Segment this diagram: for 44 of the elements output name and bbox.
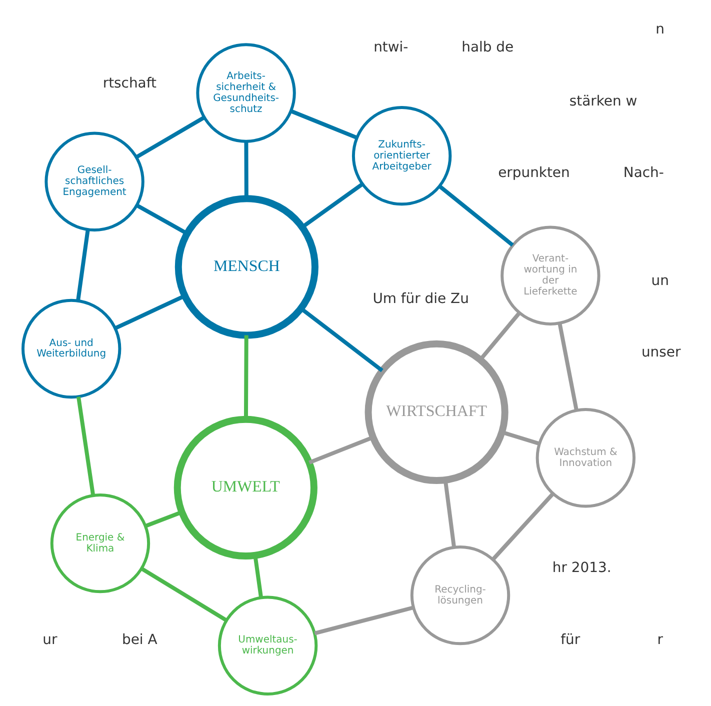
connector — [478, 312, 520, 361]
connector — [300, 182, 363, 229]
connector — [308, 436, 374, 464]
node-circle: Energie & Klima — [50, 493, 150, 594]
connector — [438, 184, 514, 247]
label: ur — [42, 632, 57, 648]
label: Um für die Zu — [372, 290, 468, 307]
connector — [136, 204, 188, 236]
label: n — [655, 22, 664, 38]
label: stärken w — [568, 93, 637, 110]
connector — [76, 229, 90, 301]
label: rtschaft — [102, 75, 156, 92]
connector — [140, 566, 227, 622]
connector — [557, 323, 578, 411]
node-circle: MENSCH — [174, 195, 318, 339]
label: unser — [640, 344, 680, 361]
connector — [491, 492, 554, 561]
node-circle: Wachstum & Innovation — [535, 408, 636, 508]
connector — [134, 116, 205, 159]
label: ntwi- — [373, 40, 408, 56]
connector — [144, 510, 182, 528]
label: erpunkten — [498, 165, 570, 182]
connector — [76, 396, 95, 496]
node-circle: Recycling- lösungen — [410, 545, 510, 646]
node-circle: Zukunfts- orientierter Arbeitgeber — [351, 106, 452, 206]
connector — [314, 606, 414, 636]
label: un — [650, 272, 668, 289]
node-circle: Aus- und Weiterbildung — [21, 298, 121, 399]
connector — [290, 109, 358, 140]
node-circle: Gesell- schaftliches Engagement — [44, 132, 144, 232]
node-circle: Verant- wortung in der Lieferkette — [500, 226, 600, 326]
label: halb de — [461, 40, 514, 56]
connector — [243, 335, 248, 420]
label: hr 2013. — [552, 560, 611, 576]
label: für — [560, 632, 580, 648]
label: Nach- — [622, 165, 664, 182]
node-circle: Arbeits- sicherheit & Gesundheits- schutz — [196, 43, 296, 143]
connector — [114, 294, 185, 330]
label: r — [656, 632, 662, 648]
node-circle: UMWELT — [173, 416, 317, 560]
node-circle: WIRTSCHAFT — [364, 340, 508, 484]
connector — [244, 142, 248, 198]
label: bei A — [122, 632, 157, 648]
node-circle: Umweltaus- wirkungen — [217, 596, 318, 696]
